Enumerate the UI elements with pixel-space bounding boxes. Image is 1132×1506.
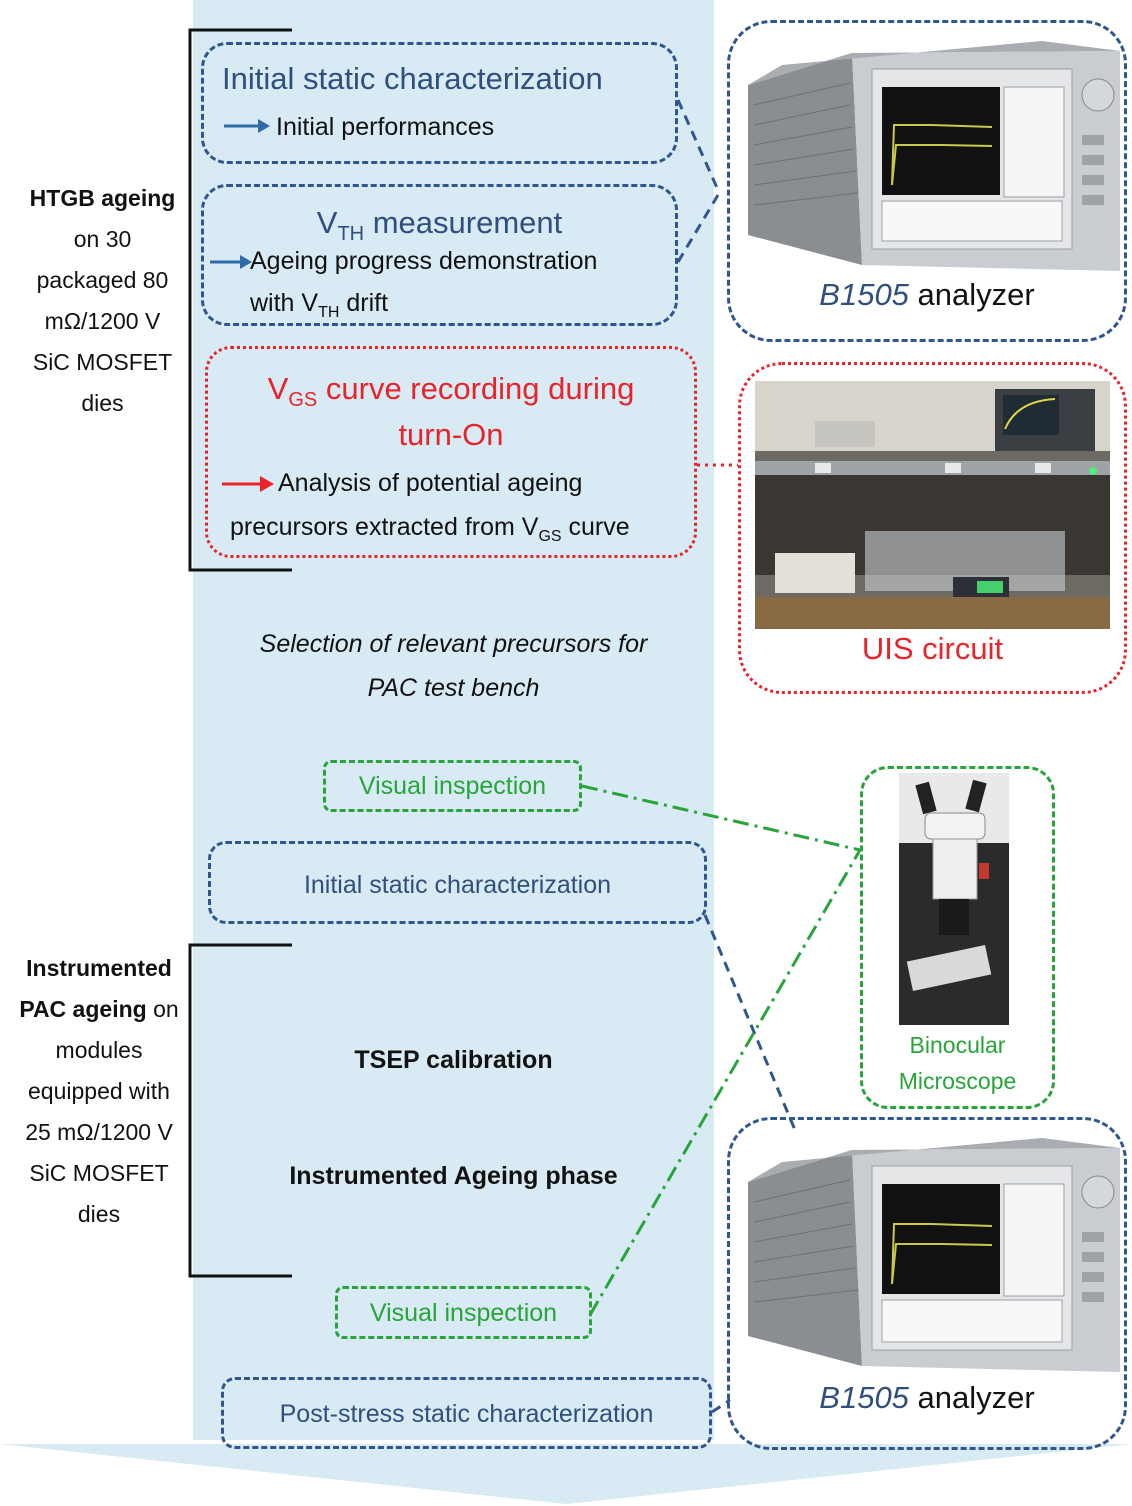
vgs-curve-box: VGS curve recording during turn-On Analy… — [205, 346, 697, 558]
vth-title-v: V — [316, 205, 338, 240]
vth-item-line2-post: drift — [339, 289, 389, 317]
b1505-suffix-2: analyzer — [908, 1380, 1035, 1415]
pac-initial-static-box: Initial static characterization — [208, 841, 707, 924]
b1505-analyzer-box-1: B1505 analyzer — [727, 20, 1127, 342]
b1505-analyzer-image-1 — [742, 35, 1120, 271]
b1505-model-1: B1505 — [819, 277, 909, 312]
htgb-side-bold: HTGB ageing — [29, 185, 176, 211]
pac-initial-static-label: Initial static characterization — [303, 871, 612, 899]
vth-item-line2-pre: with V — [250, 289, 319, 317]
post-stress-box: Post-stress static characterization — [221, 1377, 712, 1449]
vgs-item-line2-pre: precursors extracted from V — [230, 513, 539, 541]
arrow-icon — [222, 115, 272, 142]
vth-item-line2: with VTH drift — [250, 289, 388, 322]
microscope-label: Binocular Microscope — [863, 1027, 1052, 1099]
selection-note: Selection of relevant precursors for PAC… — [193, 622, 714, 710]
vth-measurement-box: VTH measurement Ageing progress demonstr… — [201, 184, 678, 326]
visual-inspection-box-1: Visual inspection — [323, 760, 582, 812]
initial-static-box: Initial static characterization Initial … — [201, 42, 678, 164]
uis-circuit-label: UIS circuit — [861, 631, 1004, 666]
b1505-analyzer-box-2: B1505 analyzer — [727, 1117, 1127, 1450]
vgs-item-line1: Analysis of potential ageing — [278, 469, 583, 497]
instrumented-ageing-phase: Instrumented Ageing phase — [289, 1162, 618, 1190]
pac-side-line1: Instrumented — [26, 955, 172, 981]
visual-inspection-label-2: Visual inspection — [369, 1299, 558, 1327]
arrow-icon — [208, 251, 254, 278]
vgs-item-line2-sub: GS — [538, 528, 562, 545]
process-band — [193, 0, 714, 1440]
microscope-label-line1: Binocular — [909, 1032, 1006, 1058]
vgs-title-sub: GS — [288, 389, 318, 412]
pac-side-line: modules — [55, 1037, 143, 1063]
vgs-title-v: V — [267, 371, 289, 406]
pac-side-bold: PAC ageing — [19, 996, 147, 1022]
pac-side-on: on — [146, 996, 179, 1022]
b1505-label-2: B1505 analyzer — [730, 1380, 1124, 1416]
selection-line1: Selection of relevant precursors for — [259, 630, 648, 658]
htgb-side-line: SiC MOSFET — [32, 349, 173, 375]
htgb-side-label: HTGB ageing on 30 packaged 80 mΩ/1200 V … — [10, 178, 195, 424]
microscope-label-line2: Microscope — [898, 1068, 1017, 1094]
vth-item-line2-sub: TH — [318, 304, 340, 321]
vth-item-line1: Ageing progress demonstration — [250, 247, 598, 275]
vgs-title-line1: VGS curve recording during — [208, 371, 694, 412]
vth-title-sub: TH — [337, 223, 365, 246]
initial-static-title: Initial static characterization — [222, 61, 603, 96]
vgs-item-line2: precursors extracted from VGS curve — [230, 513, 630, 546]
b1505-analyzer-image-2 — [742, 1132, 1120, 1372]
visual-inspection-box-2: Visual inspection — [335, 1286, 592, 1339]
pac-side-line: equipped with — [28, 1078, 170, 1104]
htgb-side-line: on 30 — [73, 226, 132, 252]
binocular-microscope-box: Binocular Microscope — [860, 766, 1055, 1109]
initial-performances-text: Initial performances — [276, 113, 495, 141]
visual-inspection-label-1: Visual inspection — [358, 772, 547, 800]
process-arrow-head — [0, 1444, 1132, 1504]
pac-side-line: 25 mΩ/1200 V — [25, 1119, 173, 1145]
b1505-label-1: B1505 analyzer — [730, 277, 1124, 313]
post-stress-label: Post-stress static characterization — [279, 1400, 654, 1428]
vgs-item-line2-post: curve — [561, 513, 630, 541]
selection-line2: PAC test bench — [367, 674, 540, 702]
htgb-side-line: dies — [81, 390, 124, 416]
b1505-model-2: B1505 — [819, 1380, 909, 1415]
microscope-image — [899, 773, 1009, 1025]
pac-side-label: Instrumented PAC ageing on modules equip… — [4, 948, 194, 1235]
htgb-side-line: packaged 80 — [36, 267, 169, 293]
vth-title-rest: measurement — [364, 205, 563, 240]
b1505-suffix-1: analyzer — [908, 277, 1035, 312]
uis-circuit-image — [755, 381, 1110, 629]
htgb-side-line: mΩ/1200 V — [44, 308, 161, 334]
vgs-title-rest: curve recording during — [317, 371, 635, 406]
red-arrow-icon — [220, 473, 276, 500]
vgs-title-line2: turn-On — [398, 417, 504, 452]
vth-title: VTH measurement — [204, 205, 675, 246]
pac-side-line: SiC MOSFET — [29, 1160, 169, 1186]
uis-circuit-box: UIS circuit — [738, 362, 1127, 694]
tsep-calibration: TSEP calibration — [354, 1046, 553, 1074]
pac-side-line: dies — [77, 1201, 121, 1227]
